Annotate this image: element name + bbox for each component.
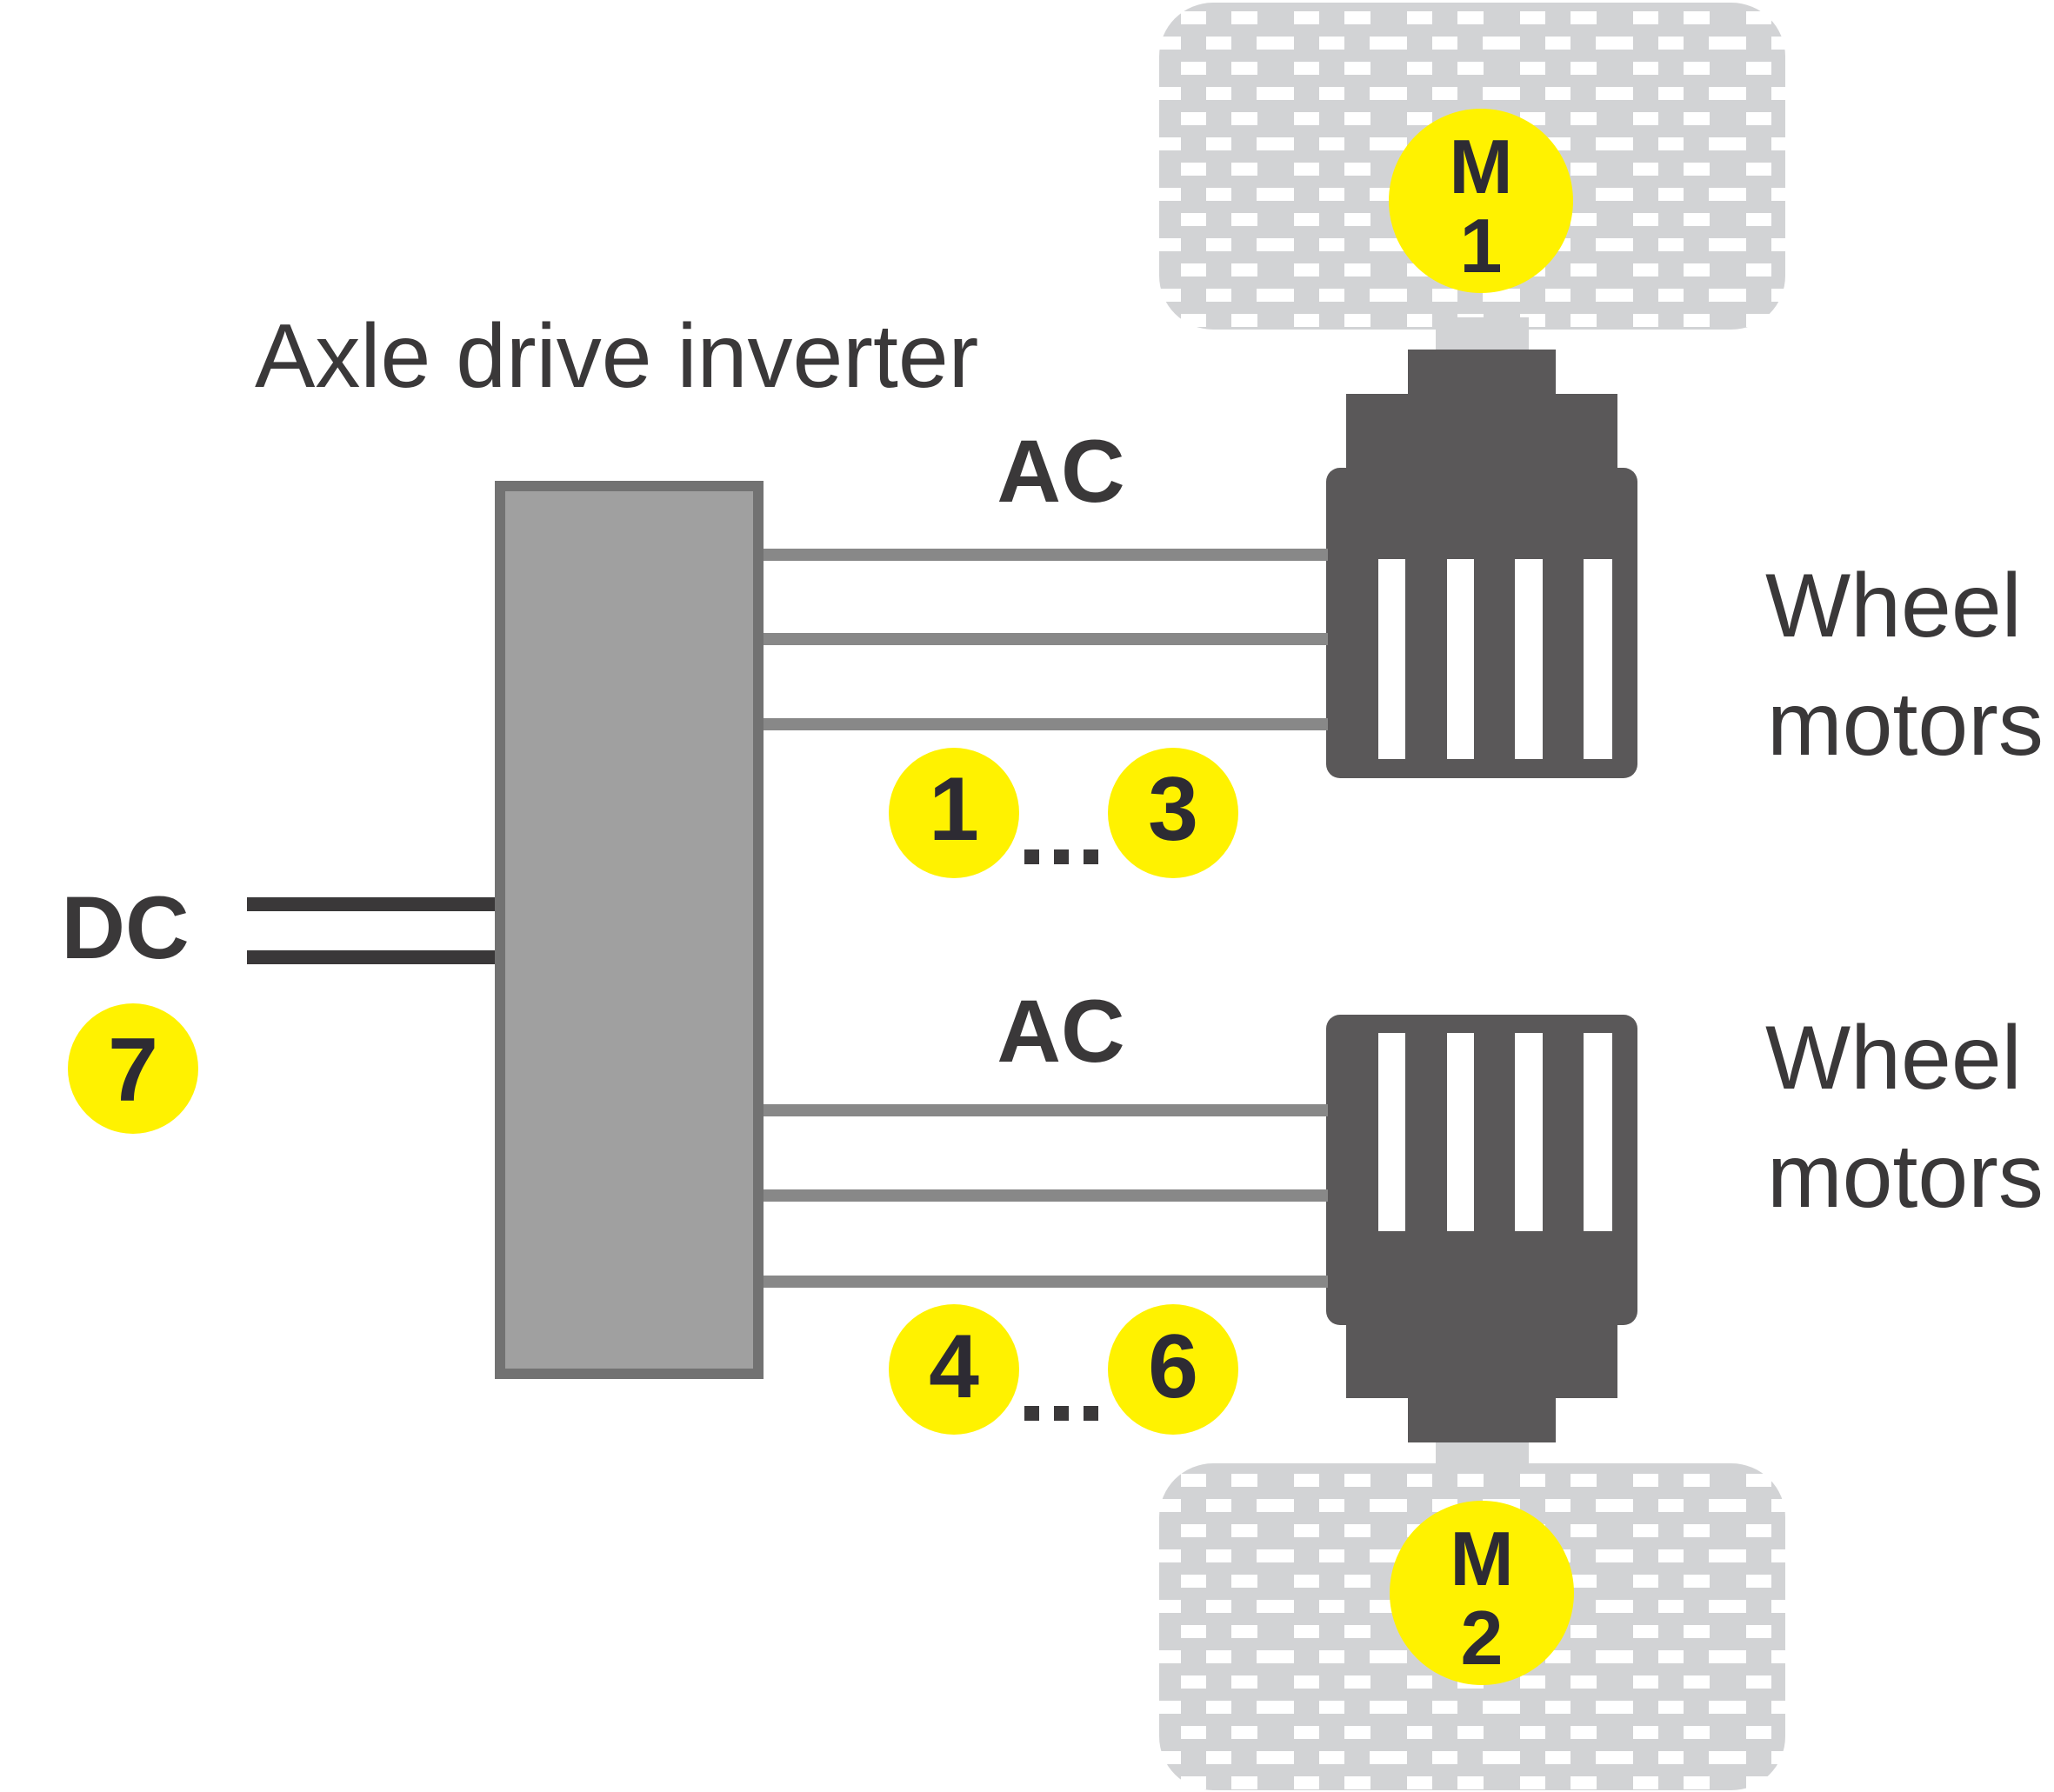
motor-fin <box>1515 1033 1543 1231</box>
badge-letter: M <box>1449 123 1512 210</box>
dc-wires <box>247 897 497 964</box>
motor-fin <box>1584 1033 1612 1231</box>
motor-fin <box>1515 559 1543 759</box>
shaft-top <box>1436 317 1529 352</box>
motor-label-lower-line1: Wheel <box>1765 1008 2022 1109</box>
badge-circle <box>68 1003 198 1134</box>
shaft-bottom <box>1436 1439 1529 1467</box>
motor-fin <box>1447 559 1474 759</box>
badge-circle <box>1108 748 1238 878</box>
wheel-motor-bottom-icon <box>1326 1015 1637 1442</box>
ac-wires-lower <box>764 1104 1328 1288</box>
ac-wires-upper <box>764 549 1328 730</box>
motor-label-lower-line2: motors <box>1767 1126 2044 1227</box>
motor-label-upper-line2: motors <box>1767 674 2044 775</box>
badge-number: 4 <box>929 1316 979 1417</box>
badge-circle <box>1390 1501 1574 1685</box>
inverter-block <box>495 481 764 1379</box>
ellipsis-dot <box>1054 849 1069 864</box>
motor-label-upper-line1: Wheel <box>1765 556 2022 656</box>
badge-number: 7 <box>108 1020 158 1121</box>
inverter-title: Axle drive inverter <box>255 306 978 407</box>
ellipsis-dot <box>1054 1406 1069 1421</box>
badge-letter: M <box>1450 1516 1513 1602</box>
ac-label-upper: AC <box>997 422 1124 521</box>
motor-fin <box>1447 1033 1474 1231</box>
motor-fin <box>1378 1033 1405 1231</box>
badge-wheel-m1: M 1 <box>1389 109 1573 293</box>
badge-number: 3 <box>1148 759 1198 860</box>
ellipsis-dot <box>1084 1406 1098 1421</box>
dc-label: DC <box>61 878 189 977</box>
badge-number: 2 <box>1461 1595 1504 1681</box>
badge-number: 1 <box>1460 203 1503 289</box>
ellipsis-dot <box>1024 1406 1039 1421</box>
ac-label-lower: AC <box>997 982 1124 1081</box>
badge-number: 6 <box>1148 1316 1198 1417</box>
badge-range-lower: 4 6 <box>889 1304 1238 1435</box>
badge-circle <box>1389 109 1573 293</box>
motor-fin <box>1378 559 1405 759</box>
badge-circle <box>889 748 1019 878</box>
badge-circle <box>889 1304 1019 1435</box>
badge-number: 1 <box>929 759 979 860</box>
ellipsis-dot <box>1084 849 1098 864</box>
badge-wheel-m2: M 2 <box>1390 1501 1574 1685</box>
motor-fin <box>1584 559 1612 759</box>
badge-circle <box>1108 1304 1238 1435</box>
ellipsis-dot <box>1024 849 1039 864</box>
badge-dc: 7 <box>68 1003 198 1134</box>
wheel-motor-top-icon <box>1326 350 1637 778</box>
badge-range-upper: 1 3 <box>889 748 1238 878</box>
